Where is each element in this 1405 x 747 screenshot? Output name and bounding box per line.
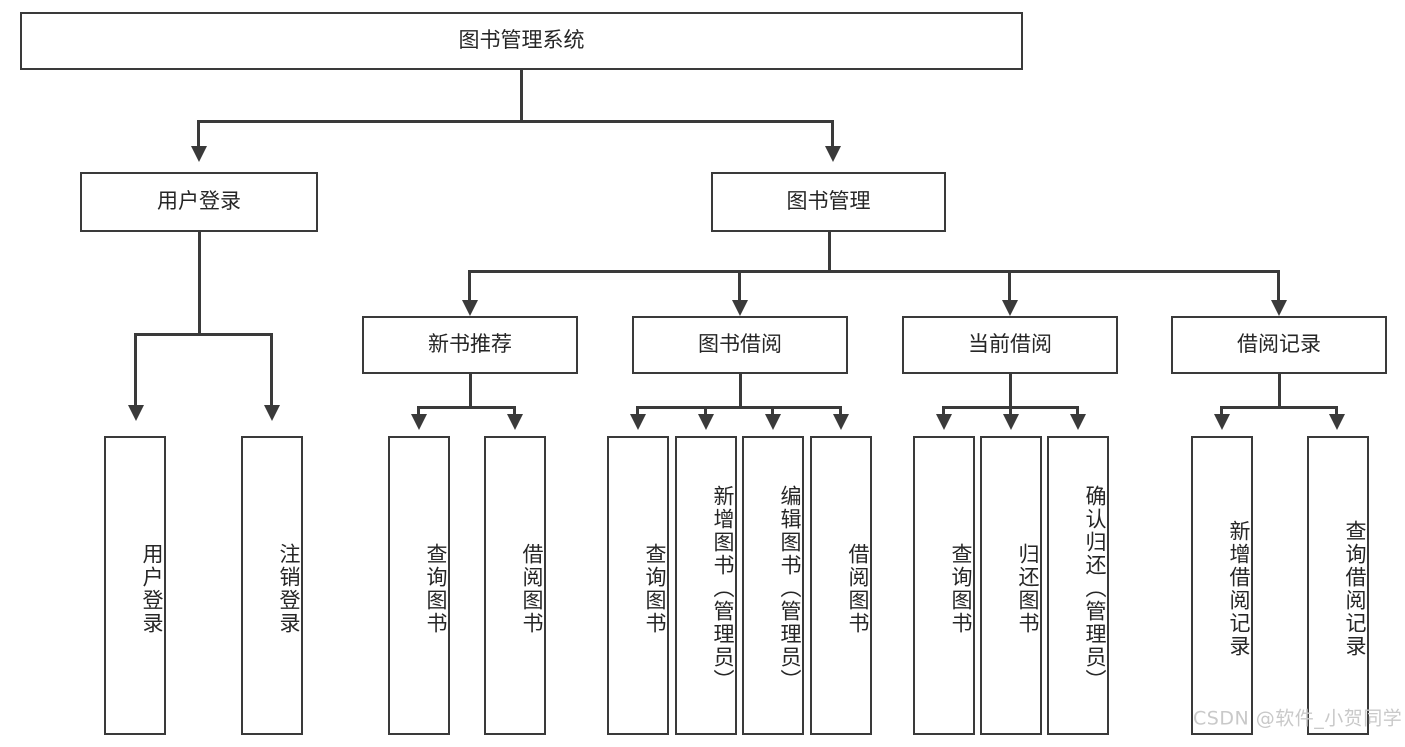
edge-records-stem [1278,374,1281,408]
arrow-to-book-borrow [732,300,748,316]
leaf-query-book-current[interactable]: 查询图书 [913,436,975,735]
leaf-logout[interactable]: 注销登录 [241,436,303,735]
edge-userlogin-bus [134,333,273,336]
node-label: 新书推荐 [428,332,512,357]
arrow-to-user-login [191,146,207,162]
edge-bookmgmt-bus [468,270,1280,273]
node-book-borrow[interactable]: 图书借阅 [632,316,848,374]
node-label: 新增图书（管理员） [711,485,735,692]
node-label: 编辑图书（管理员） [778,485,802,692]
leaf-confirm-return-admin[interactable]: 确认归还（管理员） [1047,436,1109,735]
node-root-system[interactable]: 图书管理系统 [20,12,1023,70]
edge-userlogin-stem [198,232,201,335]
node-label: 图书借阅 [698,332,782,357]
arrow-to-leaf-user-login [128,405,144,421]
arrow-to-leaf-borrow-book-a [507,414,523,430]
arrow-to-leaf-query-book-a [411,414,427,430]
edge-recommend-drop-2 [513,406,516,416]
arrow-to-leaf-return-book [1003,414,1019,430]
node-label: 新增借阅记录 [1227,519,1251,658]
node-label: 用户登录 [157,189,241,214]
arrow-to-leaf-query-record [1329,414,1345,430]
arrow-to-leaf-query-book-c [936,414,952,430]
edge-userlogin-drop-1 [134,333,137,405]
node-label: 借阅图书 [846,542,870,635]
arrow-to-borrow-records [1271,300,1287,316]
node-label: 借阅记录 [1237,332,1321,357]
node-label: 归还图书 [1016,542,1040,635]
edge-bookmgmt-drop-2 [738,270,741,300]
edge-recommend-bus [417,406,515,409]
edge-borrow-drop-4 [839,406,842,416]
edge-current-drop-3 [1076,406,1079,416]
node-label: 当前借阅 [968,332,1052,357]
leaf-add-borrow-record[interactable]: 新增借阅记录 [1191,436,1253,735]
arrow-to-leaf-borrow-book-b [833,414,849,430]
edge-borrow-drop-1 [636,406,639,416]
node-label: 查询图书 [424,542,448,635]
node-new-book-recommend[interactable]: 新书推荐 [362,316,578,374]
node-label: 查询图书 [949,542,973,635]
node-label: 注销登录 [277,542,301,635]
edge-borrow-bus [636,406,842,409]
leaf-edit-book-admin[interactable]: 编辑图书（管理员） [742,436,804,735]
arrow-to-new-book-recommend [462,300,478,316]
edge-recommend-drop-1 [417,406,420,416]
edge-borrow-drop-3 [771,406,774,416]
edge-records-drop-1 [1220,406,1223,416]
edge-root-stem [520,70,523,122]
edge-root-to-bookmgmt-drop [831,120,834,146]
edge-records-drop-2 [1335,406,1338,416]
edge-root-bus [197,120,834,123]
node-label: 图书管理 [786,189,871,214]
node-label: 图书管理系统 [458,28,585,53]
arrow-to-leaf-edit-book [765,414,781,430]
node-book-management[interactable]: 图书管理 [711,172,946,232]
node-user-login[interactable]: 用户登录 [80,172,318,232]
edge-current-drop-2 [1009,406,1012,416]
arrow-to-leaf-confirm-return [1070,414,1086,430]
edge-root-to-login-drop [197,120,200,146]
edge-records-bus [1220,406,1337,409]
arrow-to-leaf-add-record [1214,414,1230,430]
edge-bookmgmt-stem [828,232,831,272]
edge-current-drop-1 [942,406,945,416]
arrow-to-leaf-add-book [698,414,714,430]
node-borrow-records[interactable]: 借阅记录 [1171,316,1387,374]
leaf-user-login[interactable]: 用户登录 [104,436,166,735]
edge-userlogin-drop-2 [270,333,273,405]
node-current-borrow[interactable]: 当前借阅 [902,316,1118,374]
edge-borrow-stem [739,374,742,408]
arrow-to-leaf-query-book-b [630,414,646,430]
arrow-to-book-management [825,146,841,162]
leaf-query-book-recommend[interactable]: 查询图书 [388,436,450,735]
leaf-query-borrow-record[interactable]: 查询借阅记录 [1307,436,1369,735]
leaf-query-book-borrow[interactable]: 查询图书 [607,436,669,735]
leaf-borrow-book[interactable]: 借阅图书 [810,436,872,735]
leaf-return-book[interactable]: 归还图书 [980,436,1042,735]
arrow-to-leaf-logout [264,405,280,421]
arrow-to-current-borrow [1002,300,1018,316]
edge-recommend-stem [469,374,472,408]
edge-borrow-drop-2 [704,406,707,416]
leaf-borrow-book-recommend[interactable]: 借阅图书 [484,436,546,735]
edge-bookmgmt-drop-1 [468,270,471,300]
node-label: 用户登录 [140,542,164,635]
node-label: 借阅图书 [520,542,544,635]
edge-current-stem [1009,374,1012,408]
node-label: 确认归还（管理员） [1083,485,1107,692]
edge-bookmgmt-drop-4 [1277,270,1280,300]
node-label: 查询图书 [643,542,667,635]
node-label: 查询借阅记录 [1343,519,1367,658]
leaf-add-book-admin[interactable]: 新增图书（管理员） [675,436,737,735]
edge-bookmgmt-drop-3 [1008,270,1011,300]
